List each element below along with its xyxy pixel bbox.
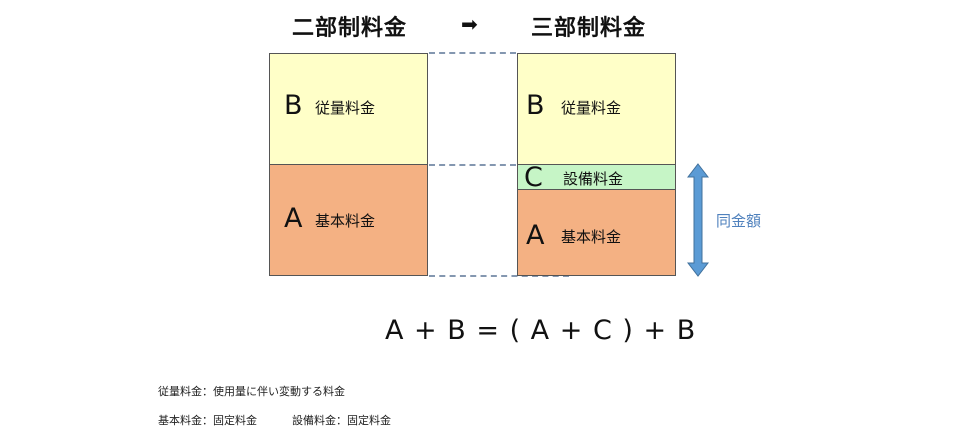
right-basic-charge-label: 基本料金 (561, 228, 622, 246)
left-basic-charge-block: A 基本料金 (269, 164, 428, 276)
three-part-tariff-heading: 三部制料金 (531, 16, 647, 41)
left-metered-charge-label: 従量料金 (315, 99, 376, 117)
tariff-equation: A + B = ( A + C ) + B (385, 315, 697, 346)
left-metered-charge-block: B 従量料金 (269, 53, 428, 165)
right-arrow-icon: ➡ (461, 12, 478, 36)
left-a-letter: A (284, 203, 303, 234)
dashed-connector-middle (429, 164, 516, 166)
right-a-letter: A (526, 220, 545, 251)
dashed-connector-top (429, 52, 516, 54)
right-facility-charge-label: 設備料金 (563, 170, 624, 188)
metered-charge-note: 従量料金：使用量に伴い変動する料金 (158, 385, 345, 398)
dashed-connector-bottom (429, 275, 569, 277)
right-basic-charge-block: A 基本料金 (517, 189, 676, 276)
right-metered-charge-block: B 従量料金 (517, 53, 676, 165)
same-amount-label: 同金額 (716, 212, 762, 230)
right-c-letter: C (524, 162, 543, 193)
two-part-tariff-heading: 二部制料金 (292, 16, 408, 41)
right-facility-charge-block: C 設備料金 (517, 162, 676, 193)
right-metered-charge-label: 従量料金 (561, 99, 622, 117)
left-b-letter: B (284, 90, 303, 121)
basic-charge-note: 基本料金：固定料金 (158, 414, 257, 427)
double-headed-arrow-icon (687, 163, 709, 277)
facility-charge-note: 設備料金：固定料金 (292, 414, 391, 427)
right-b-letter: B (526, 90, 545, 121)
left-basic-charge-label: 基本料金 (315, 212, 376, 230)
